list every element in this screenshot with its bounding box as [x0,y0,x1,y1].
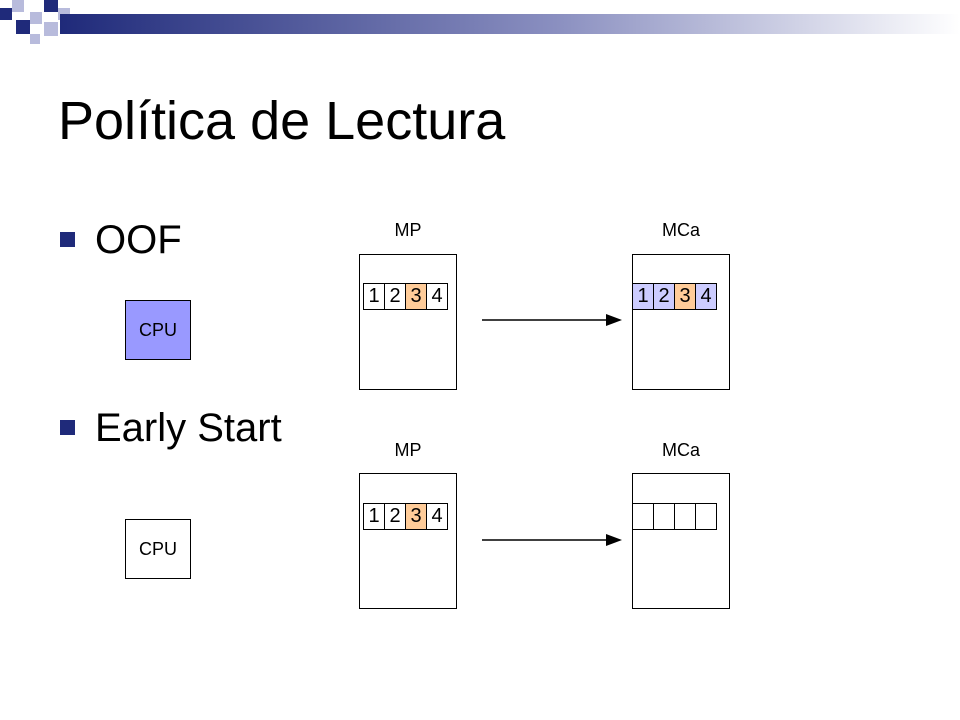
bullet-oof: OOF [60,218,182,262]
header-decoration [0,0,960,44]
bullet-label: OOF [95,218,182,262]
mca-label-early-start: MCa [661,440,700,460]
mp-label-early-start: MP [394,440,422,460]
mp-block-oof [359,254,457,390]
cell-filled: 1 [632,283,654,310]
cpu-label: CPU [138,319,177,340]
bullet-square-icon [60,231,75,247]
mca-cells-oof: 1 2 3 4 [632,283,717,310]
cell-highlighted: 3 [674,283,696,310]
mp-cells-early-start: 1 2 3 4 [363,503,448,530]
cell-empty [695,503,717,530]
cell: 1 [363,503,385,530]
mca-block-early-start [632,473,730,609]
cell: 2 [384,503,406,530]
mca-block-oof [632,254,730,390]
bullet-early-start: Early Start [60,406,282,450]
slide-title: Política de Lectura [58,91,506,151]
cell: 2 [384,283,406,310]
cpu-box-oof: CPU [125,300,191,360]
mca-cells-early-start [632,503,717,530]
bullet-square-icon [60,419,75,435]
cell: 4 [426,503,448,530]
cell-filled: 2 [653,283,675,310]
arrow-early-start [482,534,622,546]
cell: 4 [426,283,448,310]
cell: 1 [363,283,385,310]
bullet-label: Early Start [95,406,282,450]
cpu-label: CPU [138,538,177,559]
mp-cells-oof: 1 2 3 4 [363,283,448,310]
cell-filled: 4 [695,283,717,310]
cell-empty [674,503,696,530]
cell-highlighted: 3 [405,503,427,530]
cpu-box-early-start: CPU [125,519,191,579]
cell-empty [632,503,654,530]
mp-label-oof: MP [394,220,422,240]
mp-block-early-start [359,473,457,609]
mca-label-oof: MCa [661,220,700,240]
cell-highlighted: 3 [405,283,427,310]
arrow-oof [482,314,622,326]
cell-empty [653,503,675,530]
